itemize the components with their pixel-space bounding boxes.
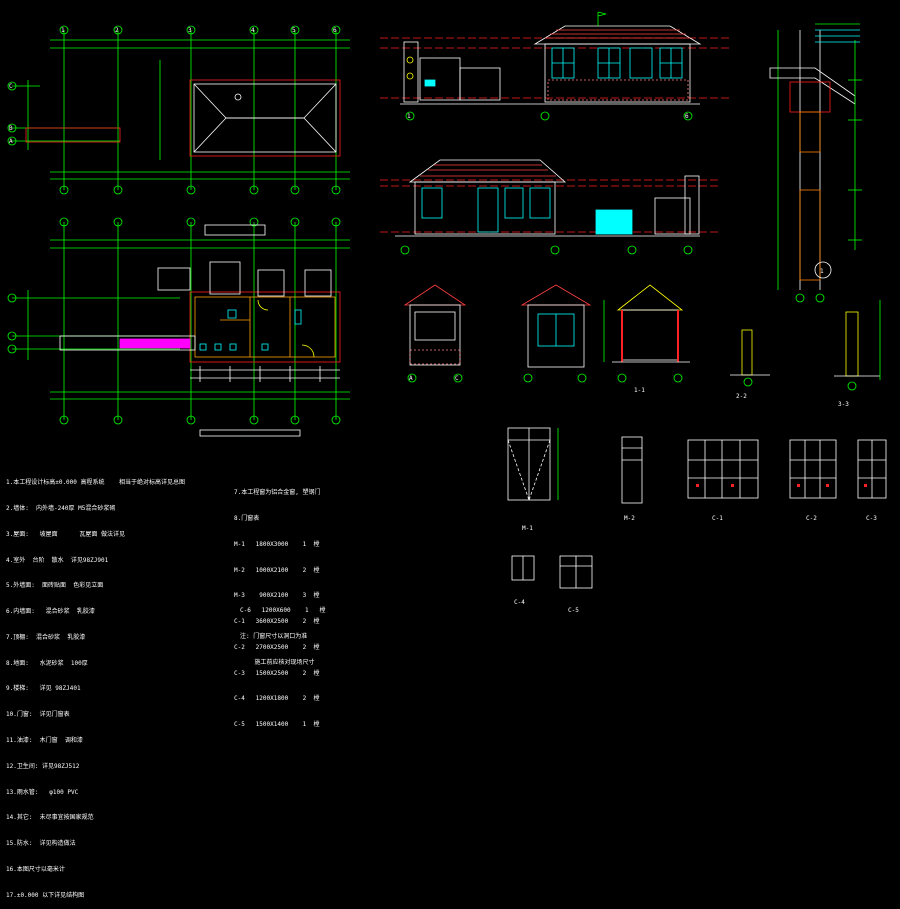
schedule-line: M-2 1000X2100 2 樘	[234, 566, 320, 574]
axis-label: A	[9, 138, 13, 145]
axis-label: A	[409, 375, 413, 382]
note-line: 13.雨水管: φ100 PVC	[6, 788, 79, 796]
note-line: 2.墙体: 内外墙-240厚 M5混合砂浆砌	[6, 504, 116, 512]
window-label: C-5	[568, 607, 579, 614]
elev-windows	[551, 47, 683, 79]
floor-plan-axes	[12, 222, 350, 420]
axis-label: C	[455, 375, 459, 382]
section-label: 2-2	[736, 393, 747, 400]
window-label: C-1	[712, 515, 723, 522]
note-line: 11.油漆: 木门窗 调和漆	[6, 737, 83, 744]
schedule-line: 注: 门窗尺寸以洞口为准	[240, 632, 308, 640]
side-elevations	[403, 284, 881, 391]
axis-label: 5	[292, 27, 296, 34]
axis-label: 6	[333, 27, 337, 34]
cad-drawing: 1 2 3 4 5 6 C B A 1 1-1 2-2 3-3 M-1 M-2 …	[7, 11, 887, 614]
note-line: 14.其它: 未尽事宜按国家规范	[6, 814, 94, 822]
note-line: 3.屋面: 坡屋面 瓦屋面 做法详见	[6, 530, 125, 538]
note-line: 1.本工程设计标高±0.000 高程系统 相当于绝对标高详见总图	[6, 479, 185, 487]
axis-label: 1	[407, 113, 411, 120]
axis-label: C	[9, 83, 13, 90]
axis-label: 2	[115, 27, 119, 34]
note-line: 12.卫生间: 详见98ZJ512	[6, 762, 80, 770]
schedule-line: 施工前应核对现场尺寸	[240, 658, 315, 666]
note-line: 9.楼梯: 详见 98ZJ401	[6, 685, 81, 693]
schedule-footer: C-6 1200X600 1 樘 注: 门窗尺寸以洞口为准 施工前应核对现场尺寸	[240, 590, 510, 676]
schedule-line: C-4 1200X1800 2 樘	[234, 695, 320, 703]
schedule-line: C-5 1500X1400 1 樘	[234, 721, 320, 729]
axis-label: B	[9, 125, 13, 132]
note-line: 4.室外 台阶 散水 详见98ZJ901	[6, 556, 109, 564]
detail-circle-label: 1	[820, 268, 824, 275]
schedule-line: C-2 2700X2500 2 樘	[234, 643, 320, 651]
roof-plan-axes	[12, 30, 350, 190]
section-label: 1-1	[634, 387, 645, 394]
note-line: 16.本图尺寸以毫米计	[6, 865, 65, 873]
wall-section	[769, 23, 862, 303]
front-elevation	[380, 11, 730, 121]
roof-plan	[7, 25, 350, 195]
rear-elevation	[380, 159, 720, 255]
schedule-line: M-3 900X2100 3 樘	[234, 592, 320, 600]
axis-label: 6	[685, 113, 689, 120]
axis-label: 1	[61, 27, 65, 34]
drawing-labels: 1 2 3 4 5 6 C B A 1 1-1 2-2 3-3 M-1 M-2 …	[9, 27, 877, 614]
floor-plan-axis-bubbles	[7, 217, 341, 425]
schedule-line: 8.门窗表	[234, 514, 260, 522]
note-line: 17.±0.000 以下详见结构图	[6, 891, 85, 899]
schedule-line: C-6 1200X600 1 樘	[240, 607, 326, 615]
fixtures	[199, 309, 302, 351]
schedule-line: M-1 1800X3000 1 樘	[234, 540, 320, 548]
window-label: M-1	[522, 525, 533, 532]
window-handles	[696, 484, 867, 487]
note-line: 6.内墙面: 混合砂浆 乳胶漆	[6, 608, 95, 616]
note-line: 7.顶棚: 混合砂浆 乳胶漆	[6, 633, 86, 641]
note-line: 8.地面: 水泥砂浆 100厚	[6, 659, 88, 667]
note-line: 15.防水: 详见构造做法	[6, 840, 76, 848]
window-details	[507, 427, 887, 589]
roof-plan-axis-bubbles	[7, 25, 341, 195]
schedule-line: 7.本工程窗为铝合金窗, 塑钢门	[234, 489, 321, 497]
dim-ticks	[190, 366, 340, 382]
note-line: 10.门窗: 详见门窗表	[6, 711, 70, 719]
floor-plan	[7, 217, 350, 437]
axis-label: 3	[188, 27, 192, 34]
window-label: C-4	[514, 599, 525, 606]
axis-label: 4	[251, 27, 255, 34]
section-label: 3-3	[838, 401, 849, 408]
window-label: M-2	[624, 515, 635, 522]
window-label: C-3	[866, 515, 877, 522]
note-line: 5.外墙面: 面砖贴面 色彩见立面	[6, 582, 104, 590]
schedule-line: C-1 3600X2500 2 樘	[234, 618, 320, 626]
window-label: C-2	[806, 515, 817, 522]
general-notes: 1.本工程设计标高±0.000 高程系统 相当于绝对标高详见总图 2.墙体: 内…	[6, 462, 231, 909]
